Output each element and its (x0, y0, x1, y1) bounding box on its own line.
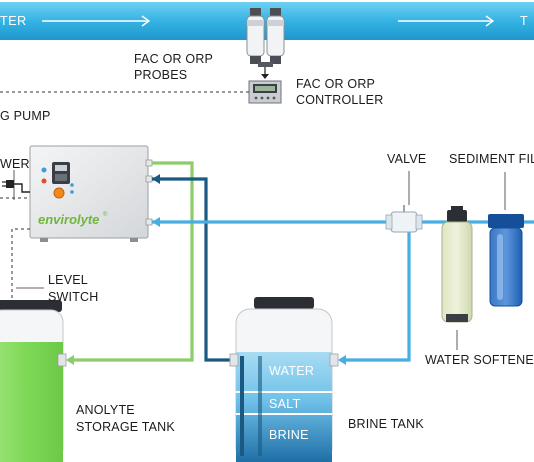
controller-label-line2: CONTROLLER (296, 93, 384, 107)
unit-foot-right (130, 238, 138, 242)
softened-water-arrow-icon (152, 217, 160, 227)
flow-arrow-left-icon (42, 15, 151, 27)
unit-port-top (145, 159, 153, 167)
valve (385, 205, 423, 233)
anolyte-storage-tank (0, 300, 67, 462)
valve-label: VALVE (387, 152, 427, 166)
flow-arrow-right-icon (398, 15, 495, 27)
main-pipe-label-right: T (520, 14, 529, 28)
unit-port-middle (145, 175, 153, 183)
level-switch-dashed-line (11, 228, 30, 300)
sediment-filter-unit (488, 214, 524, 307)
brine-feed-line-dark-blue (152, 177, 242, 362)
probe-to-controller-arrow-icon (261, 67, 269, 79)
brine-feed-arrow-icon (152, 174, 160, 184)
brine-fill-line (340, 222, 411, 362)
fac-orp-probes (246, 8, 285, 67)
anolyte-arrow-icon (66, 355, 74, 365)
anolyte-line-green (68, 161, 194, 362)
anolyte-tank-label-line1: ANOLYTE (76, 403, 135, 417)
brine-layer-brine-label: BRINE (269, 428, 309, 442)
probes-label-line1: FAC OR ORP (134, 52, 214, 66)
unit-port-bottom (145, 218, 153, 226)
pump-label: G PUMP (0, 109, 51, 123)
unit-foot-left (40, 238, 48, 242)
envirolyte-logo: envirolyte (38, 212, 99, 227)
level-switch-label-line1: LEVEL (48, 273, 88, 287)
power-label: WER (0, 157, 30, 171)
main-pipe-label-left: TER (0, 14, 27, 28)
sediment-filter-label: SEDIMENT FILT (449, 152, 534, 166)
envirolyte-logo-mark: ® (103, 211, 108, 218)
brine-tank-label: BRINE TANK (348, 417, 424, 431)
brine-fill-arrow-icon (338, 355, 346, 365)
fac-orp-controller (248, 80, 282, 104)
level-switch-label-line2: SWITCH (48, 290, 99, 304)
probes-label-line2: PROBES (134, 68, 188, 82)
brine-layer-salt-label: SALT (269, 397, 301, 411)
power-plug-icon (2, 180, 30, 193)
brine-layer-water-label: WATER (269, 364, 315, 378)
water-softener-label: WATER SOFTENER (425, 353, 534, 367)
anolyte-tank-label-line2: STORAGE TANK (76, 420, 175, 434)
brine-tank (229, 297, 339, 462)
water-softener-unit (441, 206, 473, 323)
controller-label-line1: FAC OR ORP (296, 77, 376, 91)
envirolyte-unit (29, 145, 149, 239)
